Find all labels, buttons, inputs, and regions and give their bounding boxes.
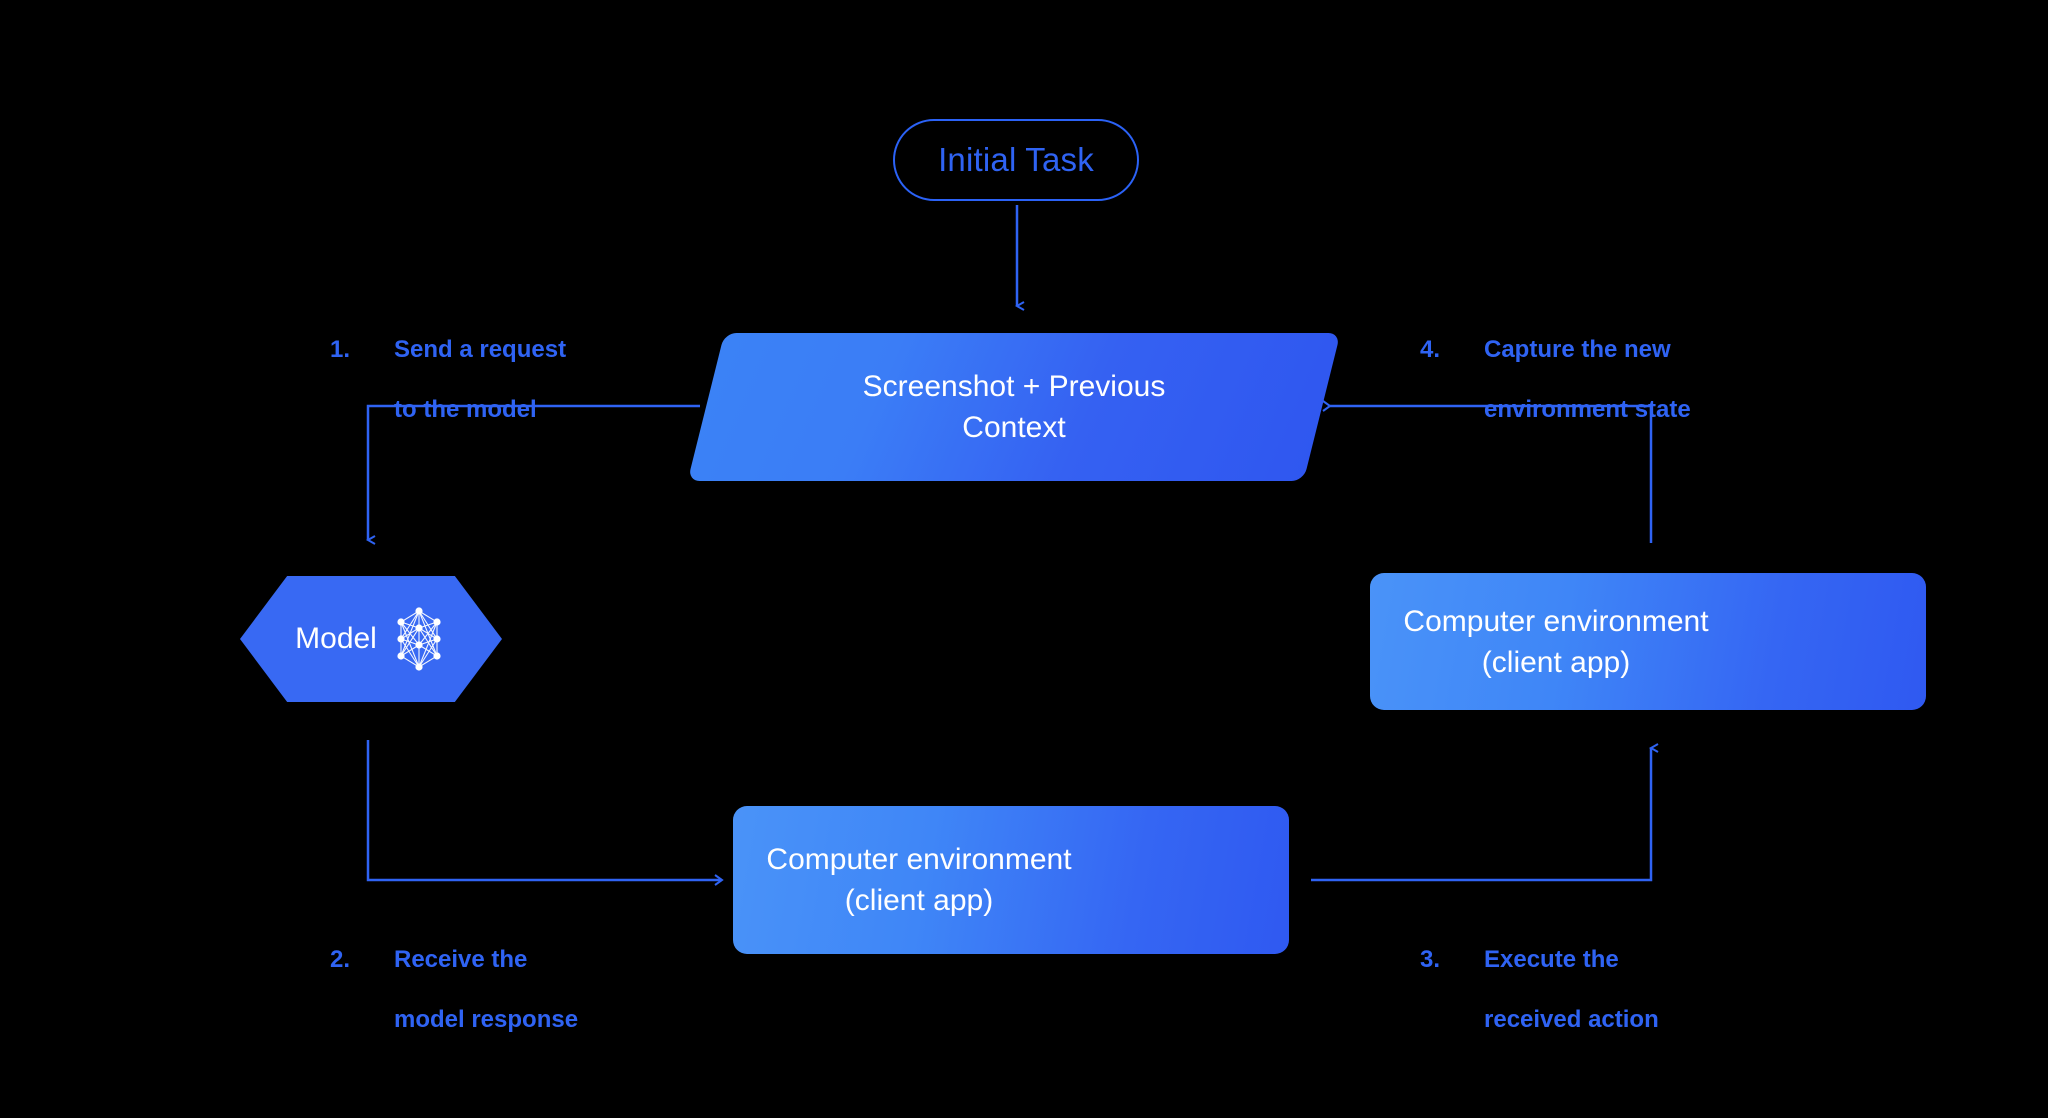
node-env-bottom-line-2: (client app) [844, 884, 994, 917]
edge-env-right-to-context [1322, 400, 1653, 543]
edge-model-to-env-bottom [366, 740, 724, 886]
node-env-right-background [1370, 573, 1926, 710]
step-4-text: Capture the new environment state [1484, 305, 1691, 425]
node-initial-task-label: Initial Task [938, 141, 1094, 178]
node-env-bottom-background [733, 806, 1289, 954]
step-label-4: 4. Capture the new environment state [1420, 305, 1691, 425]
step-label-2: 2. Receive the model response [330, 915, 578, 1035]
node-model-background [240, 576, 502, 702]
node-env-right-line-1: Computer environment [1403, 604, 1709, 638]
step-label-3: 3. Execute the received action [1420, 915, 1659, 1035]
step-2-text: Receive the model response [394, 915, 578, 1035]
step-3-line-2: received action [1484, 1006, 1659, 1033]
step-2-number: 2. [330, 946, 351, 973]
step-3-text: Execute the received action [1484, 915, 1659, 1035]
node-env-right-line-2: (client app) [1481, 645, 1631, 679]
step-2-line-1: Receive the [394, 946, 528, 973]
node-model[interactable]: Model [240, 576, 502, 702]
step-1-text: Send a request to the model [394, 305, 566, 425]
step-2-line-2: model response [394, 1006, 579, 1033]
node-initial-task[interactable]: Initial Task [893, 119, 1139, 201]
node-model-label: Model [295, 622, 377, 655]
step-1-number: 1. [330, 336, 351, 363]
node-model-inner: Model [240, 576, 502, 702]
node-screenshot-previous-context[interactable]: Screenshot + Previous Context [687, 333, 1341, 481]
step-3-line-1: Execute the [1484, 946, 1619, 973]
node-env-bottom-line-1: Computer environment [766, 843, 1072, 876]
step-1-line-2: to the model [394, 396, 537, 423]
step-3-number: 3. [1420, 946, 1441, 973]
neural-network-icon [397, 607, 441, 671]
node-env-right-caption: Computer environment (client app) [1376, 573, 1736, 710]
node-context-line-2: Context [962, 411, 1066, 444]
step-label-1: 1. Send a request to the model [330, 305, 566, 425]
edge-context-to-model [365, 404, 700, 545]
step-4-line-2: environment state [1484, 396, 1691, 423]
node-context-caption: Screenshot + Previous Context [706, 333, 1322, 481]
node-env-bottom-caption: Computer environment (client app) [739, 806, 1099, 954]
node-computer-environment-right[interactable]: Computer environment (client app) [1370, 573, 1926, 710]
step-4-number: 4. [1420, 336, 1441, 363]
edge-env-bottom-to-env-right [1311, 743, 1659, 882]
node-context-line-1: Screenshot + Previous [862, 370, 1166, 403]
step-4-line-1: Capture the new [1484, 336, 1671, 363]
node-computer-environment-bottom[interactable]: Computer environment (client app) [733, 806, 1289, 954]
step-1-line-1: Send a request [394, 336, 567, 363]
